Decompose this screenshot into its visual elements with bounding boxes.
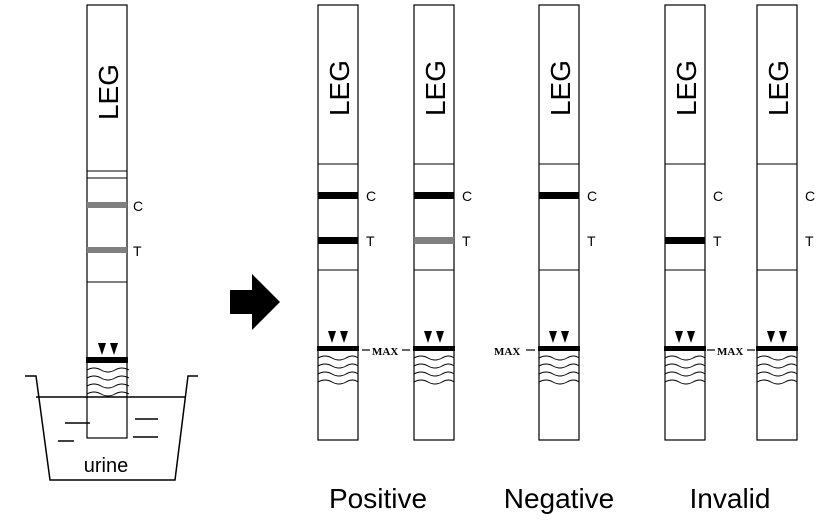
max-arrow-icon <box>767 331 775 343</box>
control-band <box>414 192 454 199</box>
test-label: T <box>805 233 814 249</box>
control-band <box>539 192 579 199</box>
max-line <box>538 346 580 351</box>
absorbent-wave <box>538 355 580 361</box>
strip-body <box>86 4 128 439</box>
absorbent-wave <box>756 379 798 385</box>
test-label: T <box>462 233 471 249</box>
control-label: C <box>366 188 376 204</box>
absorbent-wave <box>317 355 359 361</box>
control-band <box>87 202 127 208</box>
max-arrow-icon <box>436 331 444 343</box>
control-label: C <box>462 188 472 204</box>
max-arrow-icon <box>110 343 118 355</box>
max-markers: MAX MAX MAX <box>362 346 755 358</box>
absorbent-wave <box>664 379 706 385</box>
max-arrow-icon <box>675 331 683 343</box>
brand-label: LEG <box>420 60 451 116</box>
cup-outline <box>25 375 198 481</box>
max-line <box>86 357 128 363</box>
absorbent-wave <box>317 379 359 385</box>
invalid-caption: Invalid <box>690 483 771 514</box>
max-arrow-icon <box>340 331 348 343</box>
max-arrow-icon <box>424 331 432 343</box>
absorbent-wave <box>413 371 455 377</box>
max-arrow-icon <box>779 331 787 343</box>
absorbent-wave <box>538 363 580 369</box>
max-label: MAX <box>372 346 398 358</box>
max-label: MAX <box>717 346 743 358</box>
test-label: T <box>587 233 596 249</box>
control-label: C <box>805 188 815 204</box>
max-arrow-icon <box>561 331 569 343</box>
max-label: MAX <box>494 346 520 358</box>
brand-label: LEG <box>324 60 355 116</box>
absorbent-wave <box>664 363 706 369</box>
max-line <box>756 346 798 351</box>
result-strip-positive: LEG C T <box>317 4 376 441</box>
test-label: T <box>713 233 722 249</box>
container-label: urine <box>84 455 128 477</box>
control-label: C <box>713 188 723 204</box>
absorbent-wave <box>538 379 580 385</box>
brand-label: LEG <box>93 64 124 120</box>
result-strips: LEG C T LEG C T LEG C T LEG C T LEG C T <box>317 4 815 441</box>
max-line <box>664 346 706 351</box>
test-label: T <box>366 233 375 249</box>
test-band <box>665 237 705 244</box>
absorbent-wave <box>664 371 706 377</box>
absorbent-wave <box>756 371 798 377</box>
urine-cup: urine <box>25 375 198 481</box>
control-label: C <box>587 188 597 204</box>
result-strip-invalid: LEG C T <box>756 4 815 441</box>
max-arrow-icon <box>549 331 557 343</box>
positive-caption: Positive <box>329 483 427 514</box>
result-strip-negative: LEG C T <box>538 4 597 441</box>
max-arrow-icon <box>98 343 106 355</box>
brand-label: LEG <box>763 60 794 116</box>
max-arrow-icon <box>687 331 695 343</box>
absorbent-wave <box>317 371 359 377</box>
right-arrow-icon <box>230 274 280 330</box>
absorbent-wave <box>756 363 798 369</box>
max-arrow-icon <box>328 331 336 343</box>
negative-caption: Negative <box>504 483 615 514</box>
result-strip-invalid: LEG C T <box>664 4 723 441</box>
result-strip-positive: LEG C T <box>413 4 472 441</box>
absorbent-wave <box>538 371 580 377</box>
absorbent-wave <box>317 363 359 369</box>
control-band <box>318 192 358 199</box>
dipped-strip: LEG C T <box>86 4 143 439</box>
brand-label: LEG <box>545 60 576 116</box>
absorbent-wave <box>413 379 455 385</box>
test-label: T <box>133 243 142 259</box>
max-line <box>413 346 455 351</box>
control-label: C <box>133 198 143 214</box>
max-line <box>317 346 359 351</box>
absorbent-wave <box>413 355 455 361</box>
test-band <box>87 247 127 253</box>
test-band <box>414 237 454 244</box>
absorbent-wave <box>756 355 798 361</box>
brand-label: LEG <box>671 60 702 116</box>
test-band <box>318 237 358 244</box>
absorbent-wave <box>413 363 455 369</box>
absorbent-wave <box>664 355 706 361</box>
